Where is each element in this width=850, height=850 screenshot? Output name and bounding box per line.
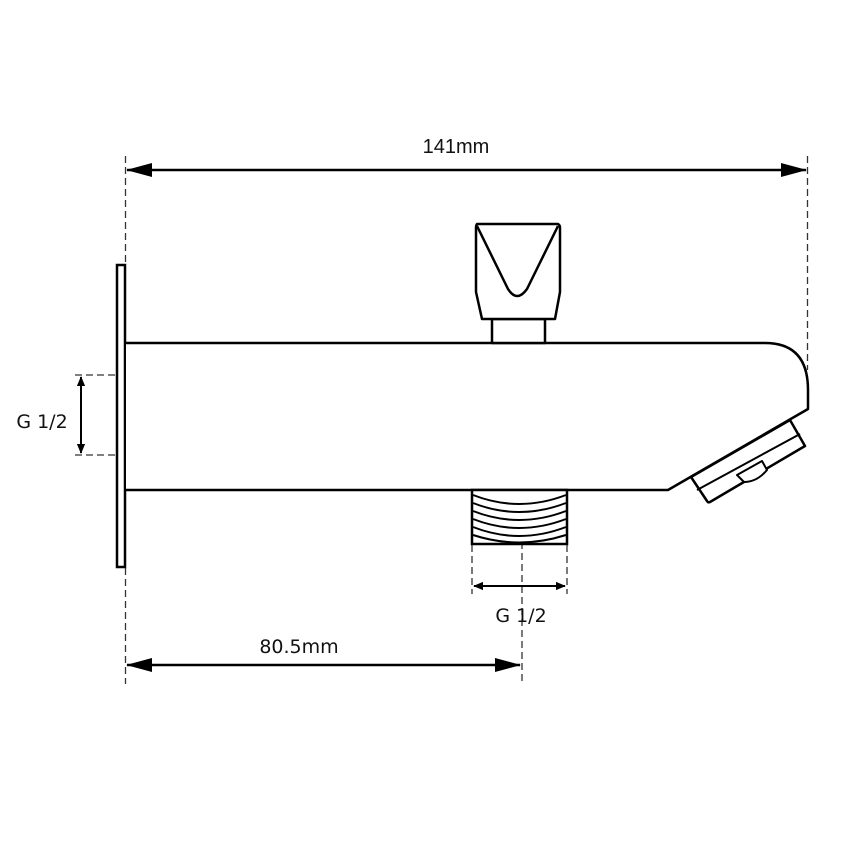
overall-length-dimension: 141mm [126,136,807,177]
inlet-outlet-distance-label: 80.5mm [259,636,338,658]
inlet-thread-dimension: G 1/2 [16,376,86,454]
threaded-outlet [470,488,569,546]
outlet-thread-label: G 1/2 [495,605,546,627]
wall-flange [115,263,127,569]
diverter-knob [474,222,562,345]
aerator-nozzle [689,418,807,504]
outlet-thread-dimension: G 1/2 [473,581,566,627]
overall-length-label: 141mm [423,136,490,158]
inlet-outlet-distance-dimension: 80.5mm [126,636,521,672]
spout-body [126,341,810,492]
inlet-thread-label: G 1/2 [16,411,67,433]
